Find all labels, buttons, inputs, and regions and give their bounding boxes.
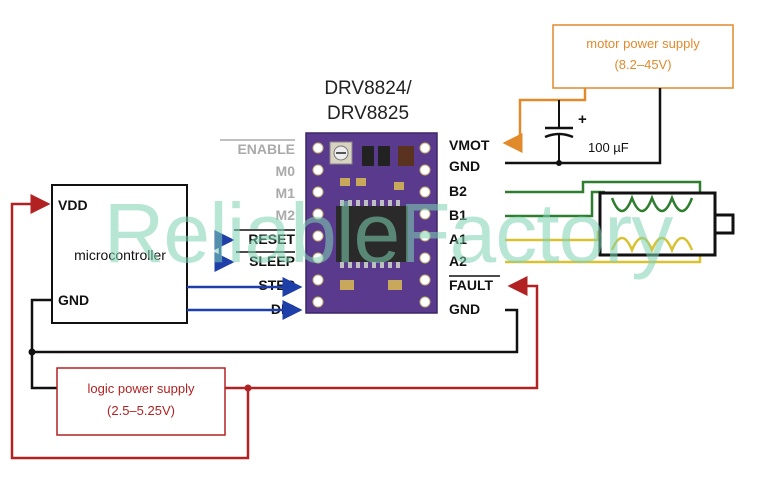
board-smd xyxy=(394,182,404,190)
mcu-gnd-wire xyxy=(30,298,519,354)
logic-supply-range: (2.5–5.25V) xyxy=(107,403,175,418)
pin-m1: M1 xyxy=(276,185,296,201)
mcu-vdd-label: VDD xyxy=(58,197,88,213)
pin-gnd-bottom: GND xyxy=(449,301,480,317)
pin-sleep: SLEEP xyxy=(249,253,295,269)
vdd-wire xyxy=(10,194,250,460)
logic-power-supply: logic power supply (2.5–5.25V) xyxy=(56,367,226,436)
driver-board xyxy=(305,132,438,314)
pin-a2: A2 xyxy=(449,253,467,269)
pin-enable: ENABLE xyxy=(237,141,295,157)
board-smd xyxy=(340,178,350,186)
coil-a-winding xyxy=(610,236,694,254)
pin-b2: B2 xyxy=(449,183,467,199)
left-pin-labels: ENABLE M0 M1 M2 RESET SLEEP STEP DIR xyxy=(220,139,296,317)
pin-b1: B1 xyxy=(449,207,467,223)
pin-gnd-top: GND xyxy=(449,158,480,174)
pin-a1: A1 xyxy=(449,231,467,247)
watermark: ReliableFactory xyxy=(104,186,674,280)
board-smd xyxy=(340,280,354,290)
microcontroller: VDD microcontroller GND xyxy=(51,184,188,324)
board-smd xyxy=(356,178,366,186)
motor-supply-range: (8.2–45V) xyxy=(614,57,671,72)
fault-pullup-wire xyxy=(248,276,539,390)
pin-m2: M2 xyxy=(276,207,296,223)
logic-gnd-wire xyxy=(30,352,57,390)
pin-m0: M0 xyxy=(276,163,296,179)
board-left-pads xyxy=(312,142,324,308)
chip-title-line2: DRV8825 xyxy=(327,103,409,124)
capacitor: + 100 µF xyxy=(544,100,629,166)
driver-ic xyxy=(336,200,408,268)
stepper-motor xyxy=(598,191,735,257)
mcu-gnd-label: GND xyxy=(58,292,89,308)
vmot-wire xyxy=(502,88,587,153)
motor-power-supply: motor power supply (8.2–45V) xyxy=(552,24,734,89)
mcu-label: microcontroller xyxy=(74,247,166,263)
board-resistor xyxy=(378,146,390,166)
board-capacitor xyxy=(398,146,414,166)
pin-fault: FAULT xyxy=(449,277,494,293)
logic-supply-label: logic power supply xyxy=(88,381,195,396)
coil-b-winding xyxy=(610,194,694,213)
capacitor-polarity: + xyxy=(578,111,587,128)
pin-vmot: VMOT xyxy=(449,137,490,153)
board-resistor xyxy=(362,146,374,166)
pin-reset: RESET xyxy=(248,231,295,247)
board-right-pads xyxy=(419,142,431,308)
board-smd xyxy=(388,280,402,290)
motor-supply-label: motor power supply xyxy=(586,36,700,51)
right-pin-labels: VMOT GND B2 B1 A1 A2 FAULT GND xyxy=(449,137,500,317)
capacitor-value: 100 µF xyxy=(588,140,629,155)
potentiometer xyxy=(329,141,353,165)
chip-title-line1: DRV8824/ xyxy=(324,78,412,99)
